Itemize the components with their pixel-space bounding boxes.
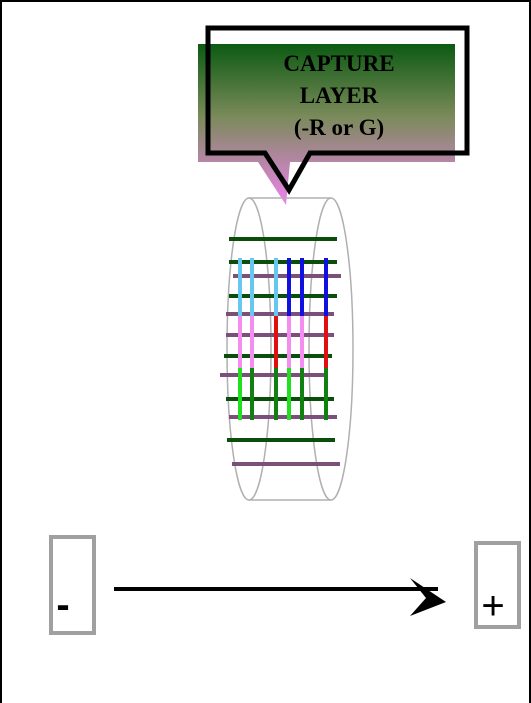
callout-line-3: (-R or G)	[293, 115, 385, 140]
callout-outline	[205, 25, 470, 195]
callout-line-2: LAYER	[299, 83, 379, 108]
gel-cylinder	[226, 197, 354, 501]
capture-layer-label: CAPTURE LAYER (-R or G)	[208, 48, 470, 144]
callout-line-1: CAPTURE	[283, 51, 395, 76]
negative-symbol: -	[56, 583, 69, 627]
cylinder-right-edge	[308, 197, 354, 501]
arrow-head-icon	[410, 578, 446, 616]
color-bands	[238, 258, 328, 420]
callout-fill	[198, 44, 455, 205]
cylinder-body	[249, 197, 331, 501]
cylinder-left-edge	[226, 197, 272, 501]
migration-arrow	[114, 578, 446, 616]
positive-electrode	[474, 541, 521, 629]
negative-electrode	[49, 535, 96, 635]
positive-symbol: +	[481, 584, 504, 628]
